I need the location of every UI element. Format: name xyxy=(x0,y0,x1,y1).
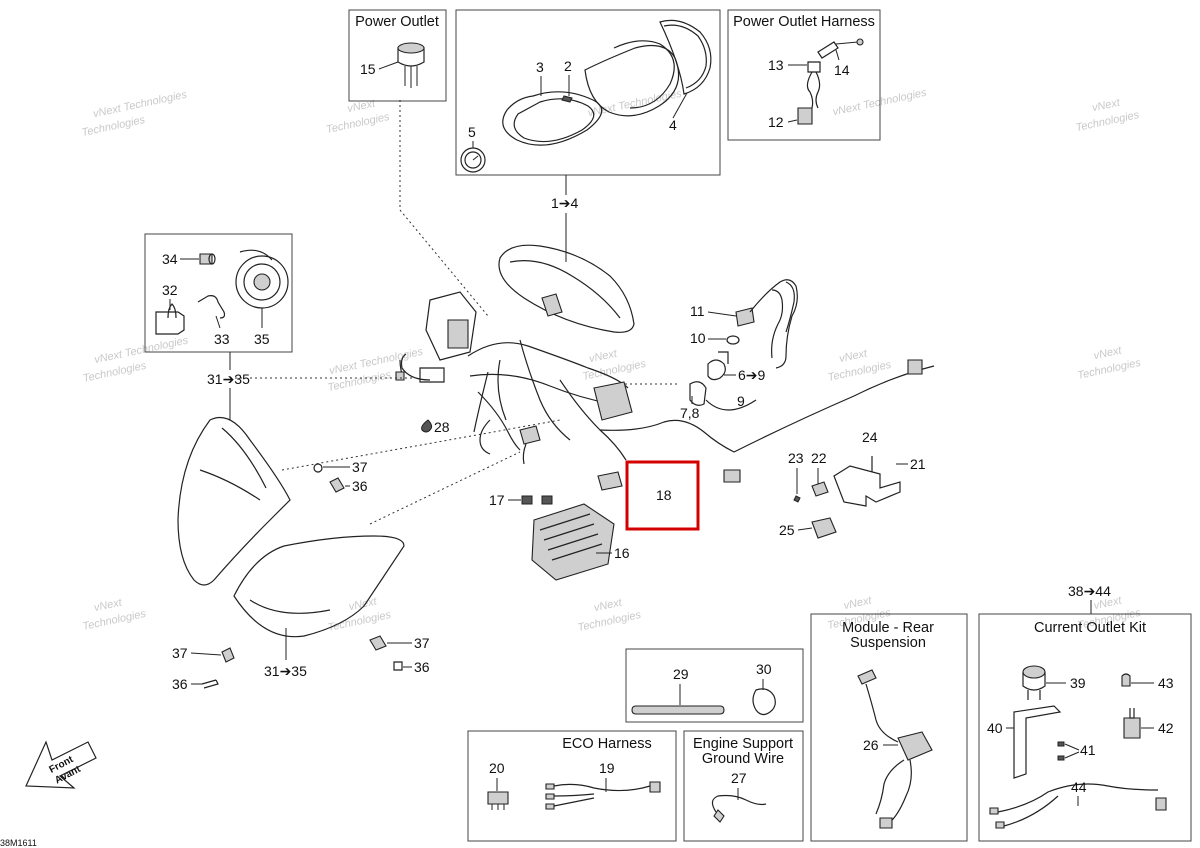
callout-37-a: 37 xyxy=(352,459,368,475)
box-title: Current Outlet Kit xyxy=(1034,620,1146,636)
box-title: Suspension xyxy=(850,635,926,651)
watermark: vNext xyxy=(1093,344,1124,362)
callout-5: 5 xyxy=(468,124,476,140)
box-engine-support-ground-wire: Engine Support Ground Wire 27 xyxy=(683,730,804,842)
callout-18: 18 xyxy=(656,487,672,503)
callout-31-35-top: 31➔35 xyxy=(207,371,250,387)
callout-6-9: 6➔9 xyxy=(738,367,766,383)
callout-19: 19 xyxy=(599,760,615,776)
callout-25: 25 xyxy=(779,522,795,538)
callout-43: 43 xyxy=(1158,675,1174,691)
box-gauge-cluster: 3 2 4 5 xyxy=(455,9,721,176)
watermark: Technologies xyxy=(1075,109,1141,134)
main-assembly: 1➔4 28 xyxy=(172,100,935,692)
callout-1-4: 1➔4 xyxy=(551,195,579,211)
box-title: Engine Support xyxy=(693,736,793,752)
callout-35: 35 xyxy=(254,331,270,347)
watermark: vNext xyxy=(1093,594,1124,612)
callout-32: 32 xyxy=(162,282,178,298)
callout-23: 23 xyxy=(788,450,804,466)
watermark: vNext xyxy=(346,97,377,115)
callout-36-a: 36 xyxy=(352,478,368,494)
watermark: Technologies xyxy=(1076,357,1142,382)
watermark: vNext xyxy=(838,347,869,365)
callout-39: 39 xyxy=(1070,675,1086,691)
watermark: vNext xyxy=(348,595,379,613)
callout-7-8: 7,8 xyxy=(680,405,700,421)
callout-42: 42 xyxy=(1158,720,1174,736)
callout-22: 22 xyxy=(811,450,827,466)
callout-2: 2 xyxy=(564,58,572,74)
watermark: vNext xyxy=(843,594,874,612)
watermark: vNext xyxy=(593,596,624,614)
watermark: vNext xyxy=(588,347,619,365)
box-power-outlet-harness: Power Outlet Harness 13 14 12 xyxy=(727,9,881,141)
callout-17: 17 xyxy=(489,492,505,508)
box-module-rear-suspension: Module - Rear Suspension 26 xyxy=(810,613,968,842)
watermark: Technologies xyxy=(82,360,148,385)
watermark: Technologies xyxy=(81,608,147,633)
callout-40: 40 xyxy=(987,720,1003,736)
box-title: Power Outlet xyxy=(355,14,439,30)
callout-37-c: 37 xyxy=(414,635,430,651)
callout-44: 44 xyxy=(1071,779,1087,795)
callout-38-44: 38➔44 xyxy=(1068,583,1111,599)
box-29-30: 29 30 xyxy=(625,648,804,723)
box-title: Module - Rear xyxy=(842,620,934,636)
callout-20: 20 xyxy=(489,760,505,776)
callout-3: 3 xyxy=(536,59,544,75)
callout-27: 27 xyxy=(731,770,747,786)
watermark: vNext xyxy=(93,596,124,614)
callout-26: 26 xyxy=(863,737,879,753)
callout-34: 34 xyxy=(162,251,178,267)
drawing-code: 38M1611 xyxy=(0,838,37,848)
callout-16: 16 xyxy=(614,545,630,561)
box-title: Ground Wire xyxy=(702,751,784,767)
box-headlight-bulb: 34 32 33 35 xyxy=(144,233,293,353)
callout-33: 33 xyxy=(214,331,230,347)
box-title: ECO Harness xyxy=(562,736,651,752)
callout-9: 9 xyxy=(737,393,745,409)
callout-15: 15 xyxy=(360,61,376,77)
box-current-outlet-kit: 38➔44 Current Outlet Kit 39 43 40 42 41 xyxy=(978,583,1192,842)
callout-36-b: 36 xyxy=(172,676,188,692)
front-direction-arrow: Front Avant xyxy=(25,740,97,789)
box-eco-harness: ECO Harness 20 19 xyxy=(467,730,677,842)
callout-37-b: 37 xyxy=(172,645,188,661)
callout-12: 12 xyxy=(768,114,784,130)
callout-29: 29 xyxy=(673,666,689,682)
callout-30: 30 xyxy=(756,661,772,677)
watermark: Technologies xyxy=(325,111,391,136)
callout-10: 10 xyxy=(690,330,706,346)
callout-41: 41 xyxy=(1080,742,1096,758)
highlight-box-18 xyxy=(625,460,700,531)
callout-11: 11 xyxy=(690,303,705,319)
callout-4: 4 xyxy=(669,117,677,133)
watermark: Technologies xyxy=(327,609,393,634)
callout-24: 24 xyxy=(862,429,878,445)
callout-28: 28 xyxy=(434,419,450,435)
box-power-outlet: Power Outlet 15 xyxy=(348,9,447,102)
callout-13: 13 xyxy=(768,57,784,73)
watermark: Technologies xyxy=(827,359,893,384)
callout-21: 21 xyxy=(910,456,926,472)
callout-14: 14 xyxy=(834,62,850,78)
watermark: Technologies xyxy=(577,609,643,634)
callout-36-c: 36 xyxy=(414,659,430,675)
watermark: Technologies xyxy=(81,114,147,139)
callout-31-35-bottom: 31➔35 xyxy=(264,663,307,679)
box-title: Power Outlet Harness xyxy=(733,14,875,30)
watermark: vNext xyxy=(1091,97,1122,115)
